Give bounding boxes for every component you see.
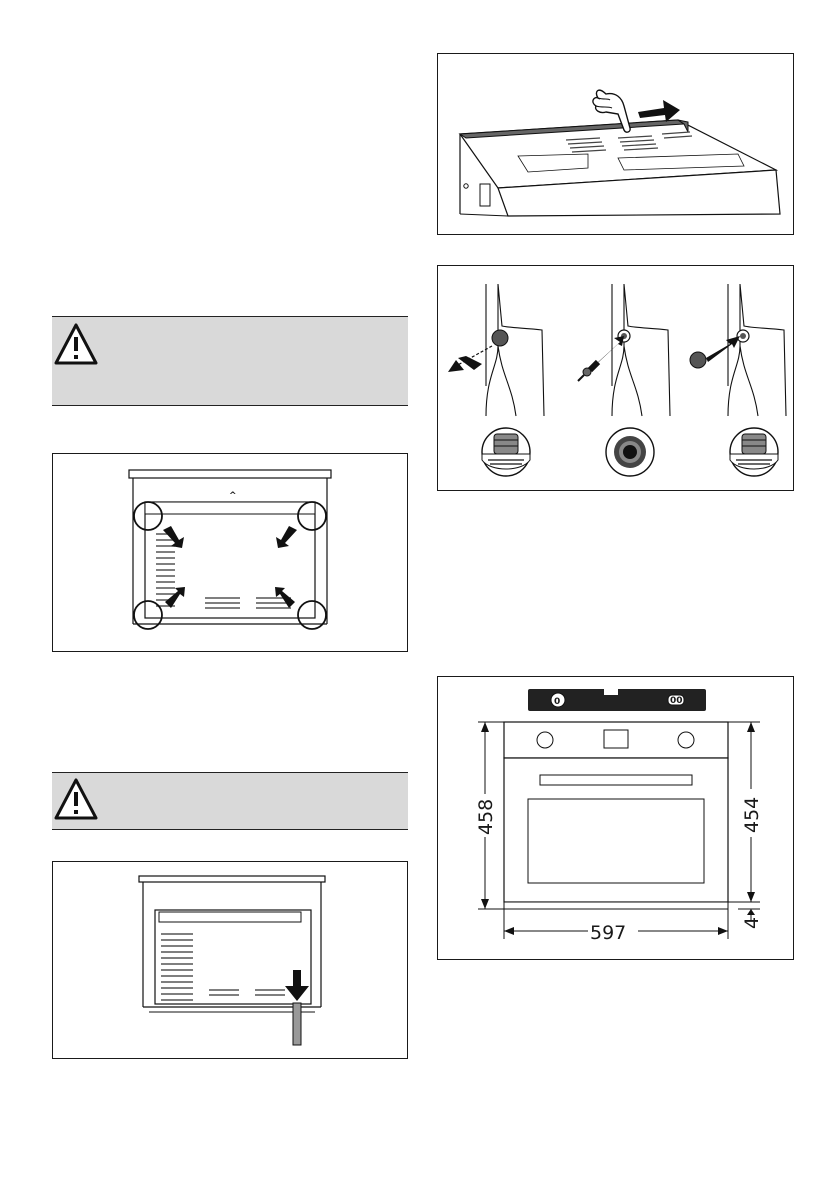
dimension-gap: 4 xyxy=(741,917,763,929)
warning-box-1 xyxy=(52,316,408,406)
inset-plug-in xyxy=(482,428,530,476)
figure-oven-back-support xyxy=(52,861,408,1059)
spirit-level-icon: 0 00 xyxy=(528,689,706,711)
inset-cap-in xyxy=(730,428,778,476)
warning-icon xyxy=(52,317,408,407)
warning-icon xyxy=(52,773,408,831)
warning-box-2 xyxy=(52,772,408,830)
dimension-width: 597 xyxy=(590,922,626,944)
dimension-height-left: 458 xyxy=(475,799,497,835)
figure-oven-dimensions: 0 00 458 xyxy=(437,676,794,960)
level-left-mark: 0 xyxy=(554,697,560,707)
figure-plug-and-cap xyxy=(437,265,794,491)
level-right-mark: 00 xyxy=(670,696,683,706)
figure-oven-back-fixing-points: ^ xyxy=(52,453,408,652)
svg-text:^: ^ xyxy=(229,491,237,501)
inset-hole xyxy=(606,428,654,476)
figure-remove-top-strip xyxy=(437,53,794,235)
dimension-height-right: 454 xyxy=(741,797,763,833)
